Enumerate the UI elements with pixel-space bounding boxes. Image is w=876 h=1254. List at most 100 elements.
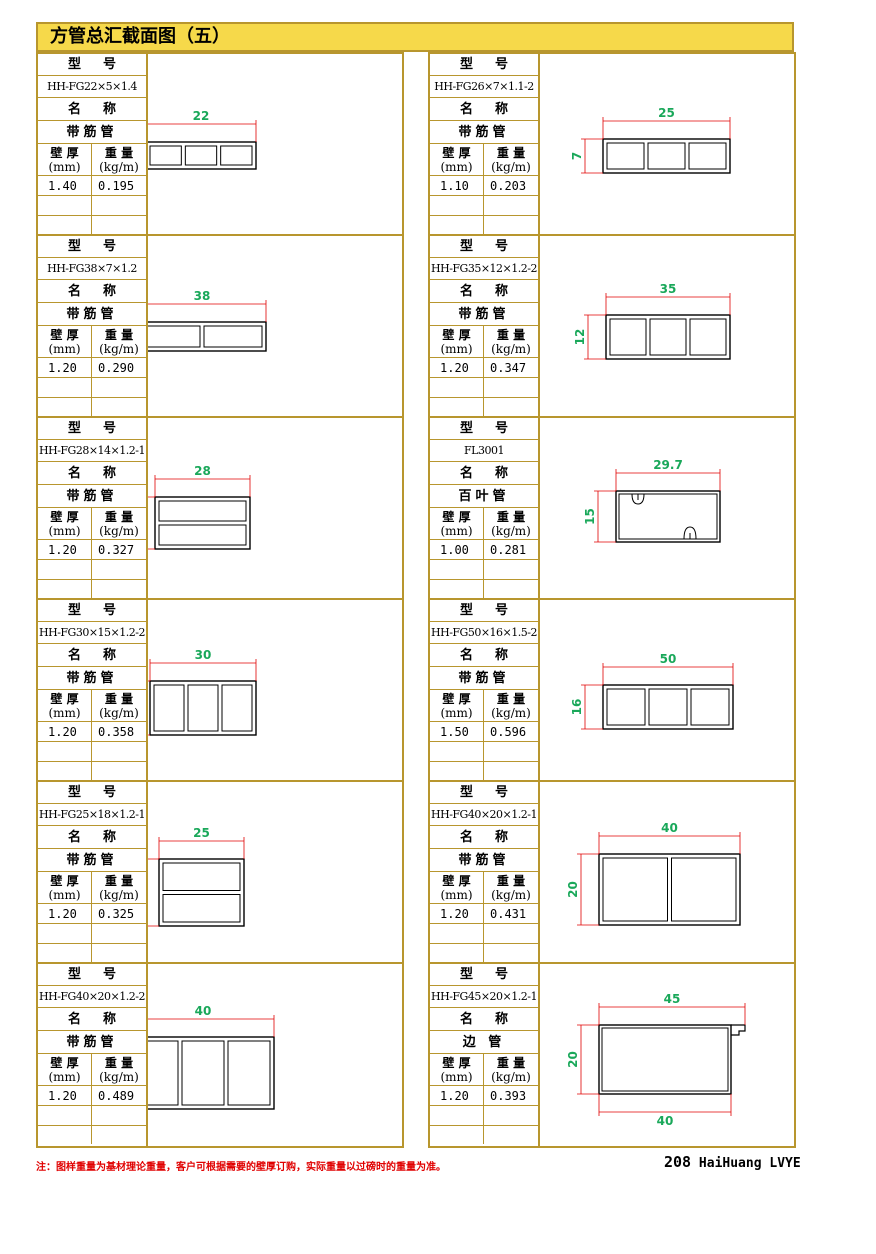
- model-code: FL3001: [430, 440, 538, 462]
- weight-unit: (kg/m): [99, 1070, 139, 1084]
- profile-drawing: 2518: [148, 782, 402, 962]
- cross-section-svg: 3015: [148, 648, 257, 736]
- model-code: HH-FG25×18×1.2-1: [38, 804, 146, 826]
- weight-value: 0.203: [490, 179, 527, 193]
- spec-values: 1.10 0.203: [430, 176, 538, 196]
- empty-cell: [430, 762, 484, 780]
- profile-cell: [606, 688, 646, 726]
- dim-height-label: 7: [570, 152, 584, 160]
- empty-cell: [92, 216, 146, 234]
- weight-value: 0.325: [98, 907, 135, 921]
- spec-headers: 壁 厚(mm)重 量(kg/m): [430, 326, 538, 358]
- weight-header: 重 量(kg/m): [484, 690, 538, 721]
- wall-unit: (mm): [48, 706, 81, 720]
- wall-unit: (mm): [440, 160, 473, 174]
- weight-label: 重 量: [496, 1056, 526, 1070]
- model-code: HH-FG45×20×1.2-1: [430, 986, 538, 1008]
- profile-cell: [649, 318, 687, 356]
- name-header: 名称: [430, 826, 538, 849]
- empty-cell: [484, 924, 538, 943]
- profile-outline: [149, 680, 257, 736]
- profile-drawing: 225: [148, 54, 402, 234]
- profile-outline: [158, 858, 245, 927]
- wall-thickness-value: 1.10: [430, 176, 484, 195]
- model-header: 型号: [430, 54, 538, 76]
- wall-label: 壁 厚: [442, 328, 471, 342]
- brand-name: HaiHuang LVYE: [698, 1156, 801, 1171]
- wall-thickness-value: 1.50: [430, 722, 484, 741]
- weight-unit: (kg/m): [99, 524, 139, 538]
- model-code: HH-FG40×20×1.2-2: [38, 986, 146, 1008]
- profile-cell: [220, 145, 253, 166]
- dim-height-label: 15: [583, 508, 597, 525]
- model-header: 型号: [38, 964, 146, 986]
- empty-cell: [38, 378, 92, 397]
- wall-unit: (mm): [48, 1070, 81, 1084]
- empty-cell: [430, 1106, 484, 1125]
- profile-outline: [615, 490, 721, 543]
- wall-thickness-header: 壁 厚(mm): [430, 508, 484, 539]
- empty-cell: [430, 196, 484, 215]
- weight-unit: (kg/m): [99, 706, 139, 720]
- model-header: 型号: [38, 600, 146, 622]
- profile-outline: [598, 1024, 732, 1095]
- weight-unit: (kg/m): [491, 160, 531, 174]
- profile-name: 带筋管: [38, 121, 146, 144]
- weight-header: 重 量(kg/m): [92, 1054, 146, 1085]
- dim-width-label: 38: [194, 289, 211, 303]
- wall-unit: (mm): [48, 888, 81, 902]
- wall-thickness-value: 1.20: [38, 540, 92, 559]
- empty-cell: [92, 742, 146, 761]
- weight-label: 重 量: [104, 510, 134, 524]
- profile-name: 百叶管: [430, 485, 538, 508]
- empty-row: [38, 398, 146, 416]
- empty-cell: [92, 196, 146, 215]
- wall-thickness-value: 1.00: [430, 540, 484, 559]
- weight-unit: (kg/m): [491, 888, 531, 902]
- weight-unit: (kg/m): [491, 524, 531, 538]
- empty-cell: [38, 762, 92, 780]
- empty-cell: [484, 378, 538, 397]
- weight-value: 0.281: [490, 543, 527, 557]
- weight-header: 重 量(kg/m): [92, 326, 146, 357]
- empty-cell: [430, 398, 484, 416]
- model-code: HH-FG50×16×1.5-2: [430, 622, 538, 644]
- empty-row: [430, 196, 538, 216]
- profile-outline: [148, 321, 267, 352]
- dim-width-label: 45: [664, 992, 681, 1006]
- profile-cell: [671, 857, 737, 922]
- wall-unit: (mm): [440, 342, 473, 356]
- weight-unit: (kg/m): [491, 1070, 531, 1084]
- empty-cell: [484, 944, 538, 962]
- footnote: 注：图样重量为基材理论重量，客户可根据需要的壁厚订购，实际重量以过磅时的重量为准…: [36, 1162, 446, 1173]
- dim-width-label: 25: [658, 106, 675, 120]
- wall-thickness-header: 壁 厚(mm): [38, 508, 92, 539]
- profile-cell: [690, 688, 730, 726]
- profile-cell: [203, 325, 263, 348]
- model-code: HH-FG38×7×1.2: [38, 258, 146, 280]
- profile-name: 带筋管: [430, 121, 538, 144]
- wall-label: 壁 厚: [442, 874, 471, 888]
- empty-row: [38, 378, 146, 398]
- spec-headers: 壁 厚(mm)重 量(kg/m): [430, 144, 538, 176]
- wall-label: 壁 厚: [50, 328, 79, 342]
- louver-clip-bottom: [683, 526, 697, 540]
